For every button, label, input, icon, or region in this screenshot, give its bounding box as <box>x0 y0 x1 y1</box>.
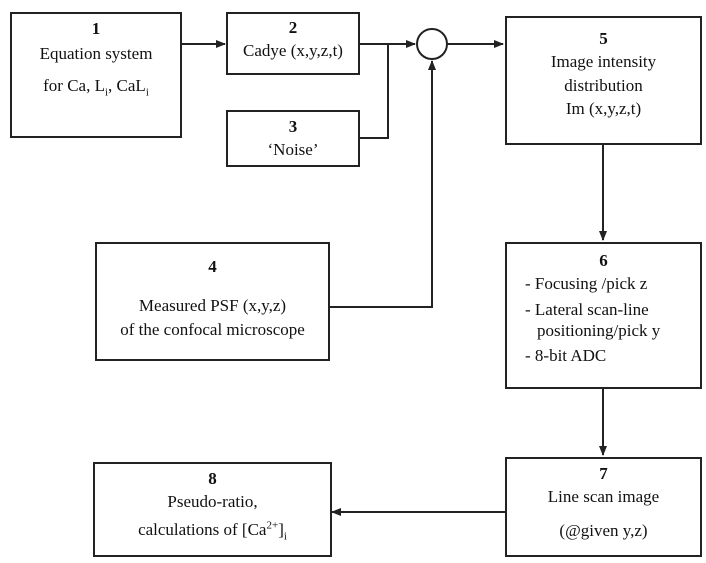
block-7-line-scan-image: 7 Line scan image (@given y,z) <box>505 457 702 557</box>
summing-junction <box>416 28 448 60</box>
block-label: ‘Noise’ <box>267 140 319 160</box>
block-label: of the confocal microscope <box>120 319 305 339</box>
block-number: 8 <box>208 469 217 488</box>
block-label: positioning/pick y <box>537 320 661 340</box>
block-5-image-intensity: 5 Image intensity distribution Im (x,y,z… <box>505 16 702 145</box>
block-label: calculations of [Ca2+]i <box>138 518 287 542</box>
block-label: Cadye (x,y,z,t) <box>243 41 343 61</box>
arrow-4-to-junction <box>330 60 436 308</box>
block-6-focusing: 6 - Focusing /pick z - Lateral scan-line… <box>505 242 702 389</box>
block-label: Line scan image <box>547 487 660 507</box>
block-label: Im (x,y,z,t) <box>565 98 642 118</box>
block-number: 2 <box>288 18 298 37</box>
block-number: 1 <box>91 19 101 38</box>
block-2-cadye: 2 Cadye (x,y,z,t) <box>226 12 360 75</box>
block-label: (@given y,z) <box>559 520 648 540</box>
block-label: Pseudo-ratio, <box>167 492 258 512</box>
block-3-noise: 3 ‘Noise’ <box>226 110 360 167</box>
block-number: 5 <box>599 29 608 48</box>
block-1-equation-system: 1 Equation system for Ca, Li, CaLi <box>10 12 182 138</box>
block-label: - Focusing /pick z <box>525 274 648 294</box>
block-label: Image intensity <box>550 52 657 72</box>
block-label: - 8-bit ADC <box>525 346 607 365</box>
block-4-measured-psf: 4 Measured PSF (x,y,z) of the confocal m… <box>95 242 330 361</box>
block-number: 3 <box>288 117 298 136</box>
block-label: Measured PSF (x,y,z) <box>138 296 287 316</box>
block-number: 7 <box>599 464 608 483</box>
block-label: distribution <box>564 75 643 95</box>
line-3-to-junction <box>360 44 389 139</box>
block-label: - Lateral scan-line <box>525 299 649 319</box>
block-8-pseudo-ratio: 8 Pseudo-ratio, calculations of [Ca2+]i <box>93 462 332 557</box>
block-label: for Ca, Li, CaLi <box>43 75 149 98</box>
block-number: 6 <box>599 251 608 270</box>
block-label: Equation system <box>39 44 153 64</box>
block-number: 4 <box>208 257 217 276</box>
